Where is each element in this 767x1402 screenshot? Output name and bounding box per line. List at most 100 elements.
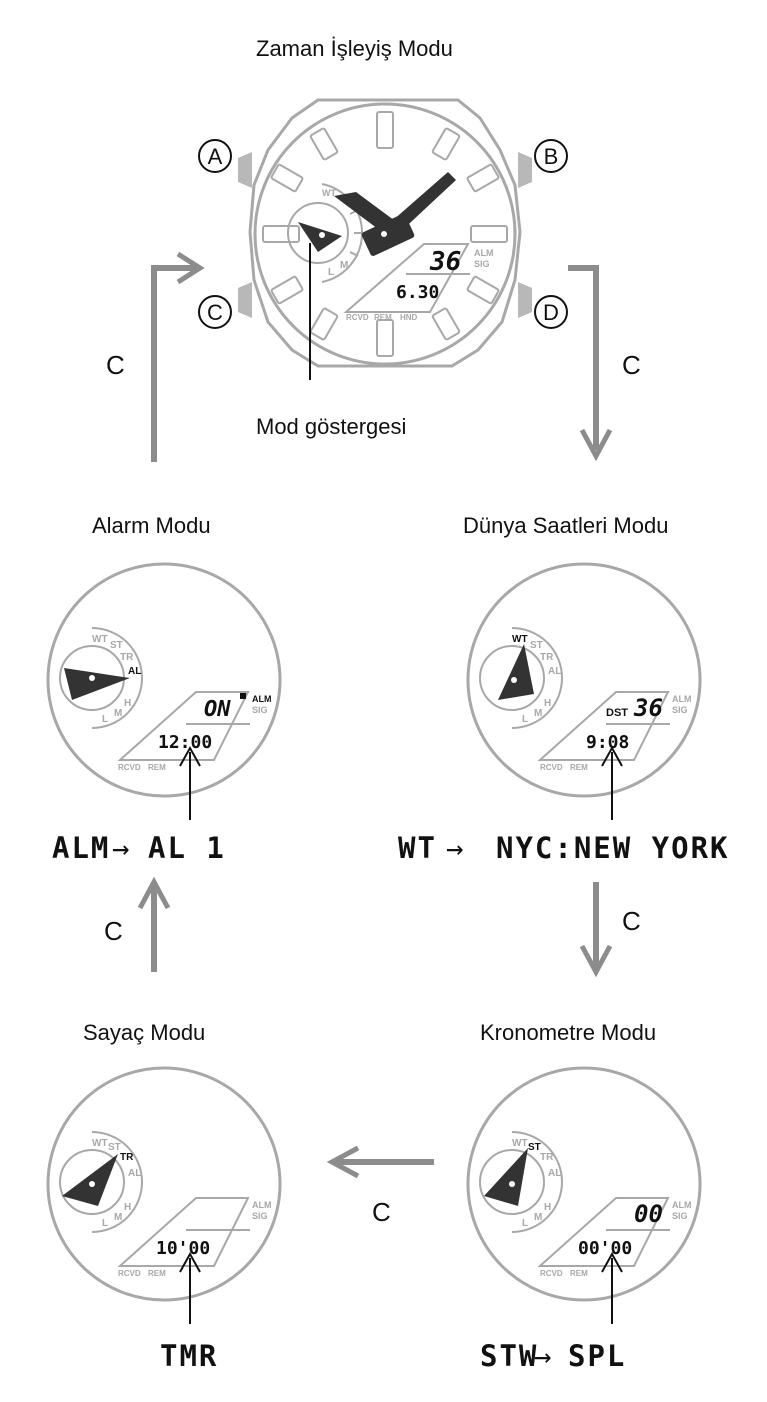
lcd-label-rcvd: RCVD <box>346 313 369 322</box>
timekeeping-mode-title: Zaman İşleyiş Modu <box>256 36 453 61</box>
svg-text:REM: REM <box>570 1269 588 1278</box>
svg-text:TR: TR <box>120 1152 134 1163</box>
world-time-lcd-top: 36 <box>633 694 663 722</box>
svg-text:RCVD: RCVD <box>540 1269 563 1278</box>
world-time-watch: WT ST TR AL L M H DST 36 9:08 ALM SIG RC… <box>466 562 702 820</box>
stopwatch-mode-title: Kronometre Modu <box>480 1020 657 1045</box>
svg-text:WT: WT <box>92 634 108 645</box>
svg-text:AL: AL <box>548 1168 561 1179</box>
alarm-sequence-from: ALM <box>52 831 111 865</box>
timer-mode-hand <box>62 1154 118 1206</box>
stopwatch-sequence-arrow: → <box>534 1339 554 1373</box>
svg-text:AL: AL <box>548 666 561 677</box>
arrow-timekeeping-to-worldtime <box>568 265 599 450</box>
svg-text:M: M <box>534 708 542 719</box>
svg-text:TR: TR <box>540 1152 554 1163</box>
svg-text:TR: TR <box>540 652 554 663</box>
svg-text:REM: REM <box>148 1269 166 1278</box>
lcd-label-alm: ALM <box>474 248 494 258</box>
press-c-label: C <box>622 906 641 936</box>
button-c-nub <box>238 282 252 318</box>
button-a-nub <box>238 152 252 188</box>
svg-text:B: B <box>544 144 559 169</box>
lcd-bottom-digits: 6.30 <box>396 282 439 303</box>
svg-text:SIG: SIG <box>672 705 688 715</box>
timer-sequence: TMR <box>160 1339 219 1373</box>
world-sequence-arrow: → <box>446 831 466 865</box>
svg-text:H: H <box>124 1202 131 1213</box>
hour-markers <box>262 111 508 357</box>
svg-text:RCVD: RCVD <box>540 763 563 772</box>
svg-text:ST: ST <box>110 640 123 651</box>
svg-text:ST: ST <box>108 1142 121 1153</box>
press-c-label: C <box>622 350 641 380</box>
svg-text:SIG: SIG <box>252 705 268 715</box>
svg-text:D: D <box>543 300 559 325</box>
svg-text:REM: REM <box>570 763 588 772</box>
lcd-label-rem: REM <box>374 313 392 322</box>
stopwatch-sequence-to: SPL <box>568 1339 627 1373</box>
world-time-lcd-bottom: 9:08 <box>586 732 629 753</box>
button-d-label: D <box>534 295 568 329</box>
hand-hub <box>361 214 415 256</box>
svg-text:M: M <box>114 1212 122 1223</box>
svg-text:ALM: ALM <box>252 694 272 704</box>
button-c-label: C <box>198 295 232 329</box>
button-b-nub <box>518 152 532 188</box>
svg-text:ST: ST <box>528 1142 541 1153</box>
svg-text:TR: TR <box>120 652 134 663</box>
svg-text:RCVD: RCVD <box>118 1269 141 1278</box>
svg-text:RCVD: RCVD <box>118 763 141 772</box>
dial-label-l: L <box>328 267 334 278</box>
lcd-outline <box>343 243 470 313</box>
press-c-label: C <box>372 1197 391 1227</box>
timer-lcd-bottom: 10'00 <box>156 1238 210 1259</box>
svg-text:WT: WT <box>512 1138 528 1149</box>
svg-text:C: C <box>207 300 223 325</box>
alarm-sequence-arrow: → <box>112 831 132 865</box>
timer-mode-title: Sayaç Modu <box>83 1020 206 1045</box>
press-c-label: C <box>104 916 123 946</box>
svg-text:AL: AL <box>128 1168 141 1179</box>
svg-text:AL: AL <box>128 666 141 677</box>
alarm-mode-title: Alarm Modu <box>92 513 211 538</box>
main-watch: WT L M 36 6.30 ALM SIG RCVD REM HND <box>238 98 532 380</box>
alarm-lcd-top: ON <box>204 697 231 722</box>
svg-text:ALM: ALM <box>252 1200 272 1210</box>
alarm-watch: WT ST TR AL L M H ON 12:00 ALM SIG RCVD … <box>46 562 282 820</box>
world-time-dst: DST <box>606 707 628 719</box>
svg-text:ALM: ALM <box>672 1200 692 1210</box>
lcd-label-hnd: HND <box>400 313 418 322</box>
stopwatch-watch: WT ST TR AL L M H 00 00'00 ALM SIG RCVD … <box>466 1066 702 1324</box>
svg-text:WT: WT <box>512 634 528 645</box>
watch-case <box>248 98 522 368</box>
world-sequence-from: WT <box>398 831 437 865</box>
svg-text:M: M <box>534 1212 542 1223</box>
alarm-lcd-bottom: 12:00 <box>158 732 212 753</box>
stopwatch-sequence-from: STW <box>480 1339 539 1373</box>
button-a-label: A <box>198 139 232 173</box>
svg-text:SIG: SIG <box>672 1211 688 1221</box>
svg-text:A: A <box>208 144 223 169</box>
svg-text:M: M <box>114 708 122 719</box>
watch-bezel <box>253 102 517 366</box>
button-d-nub <box>518 282 532 318</box>
stopwatch-lcd-bottom: 00'00 <box>578 1238 632 1259</box>
button-b-label: B <box>534 139 568 173</box>
timer-watch: WT ST TR AL L M H 10'00 ALM SIG RCVD REM <box>46 1066 282 1324</box>
svg-text:L: L <box>522 1218 528 1229</box>
svg-text:H: H <box>124 698 131 709</box>
world-time-mode-title: Dünya Saatleri Modu <box>463 513 669 538</box>
svg-text:ALM: ALM <box>672 694 692 704</box>
svg-text:REM: REM <box>148 763 166 772</box>
press-c-label: C <box>106 350 125 380</box>
alarm-mode-hand <box>64 668 130 700</box>
mode-indicator-label: Mod göstergesi <box>256 414 407 439</box>
arrow-alarm-to-timekeeping <box>151 265 198 462</box>
svg-text:L: L <box>522 714 528 725</box>
alarm-sequence-to: AL 1 <box>148 831 226 865</box>
mode-subdial <box>287 202 349 264</box>
svg-text:ST: ST <box>530 640 543 651</box>
